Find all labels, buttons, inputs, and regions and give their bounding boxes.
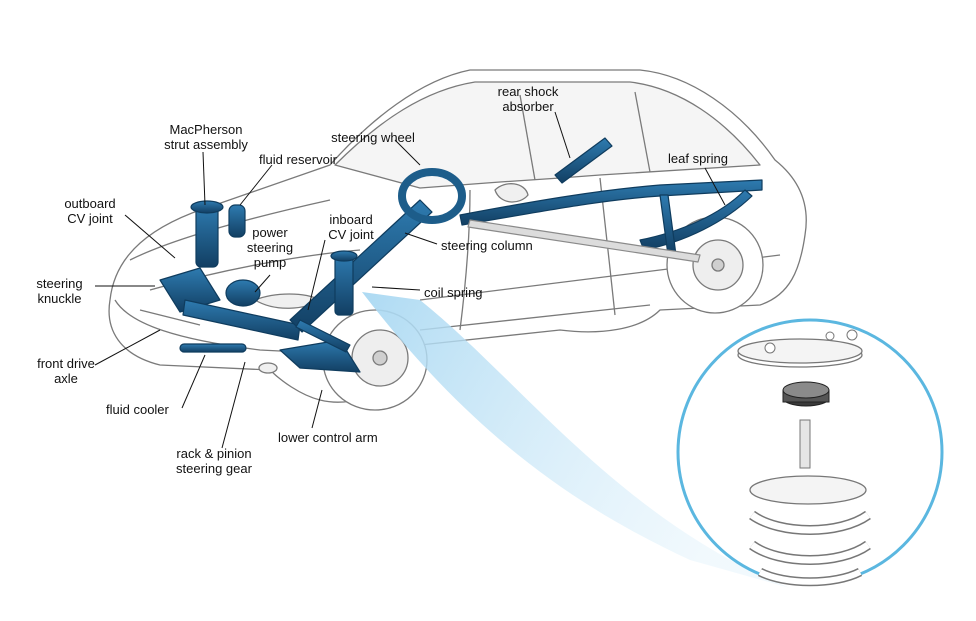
label-steering-knuckle: steering knuckle [36, 276, 83, 306]
label-coil-spring: coil spring [424, 285, 483, 300]
label-fluid-reservoir: fluid reservoir [258, 152, 338, 167]
label-rear-shock-absorber: rear shock absorber [497, 84, 559, 114]
label-power-steering-pump: power steering pump [246, 225, 294, 270]
label-lower-control-arm: lower control arm [278, 430, 378, 445]
zoom-beam [362, 292, 790, 588]
blue-parts [159, 137, 763, 373]
label-rack-pinion-steering-gear: rack & pinion steering gear [176, 446, 252, 476]
label-inboard-cv-joint: inboard CV joint [328, 212, 374, 242]
label-steering-wheel: steering wheel [331, 130, 415, 145]
leader-lines [94, 111, 726, 449]
label-macpherson-strut: MacPherson strut assembly [164, 122, 248, 152]
label-fluid-cooler: fluid cooler [106, 402, 169, 417]
label-front-drive-axle: front drive axle [37, 356, 95, 386]
zoom-circle [676, 318, 944, 587]
label-leaf-spring: leaf spring [668, 151, 728, 166]
label-steering-column: steering column [441, 238, 533, 253]
label-outboard-cv-joint: outboard CV joint [64, 196, 116, 226]
rear-wheel [666, 216, 764, 314]
